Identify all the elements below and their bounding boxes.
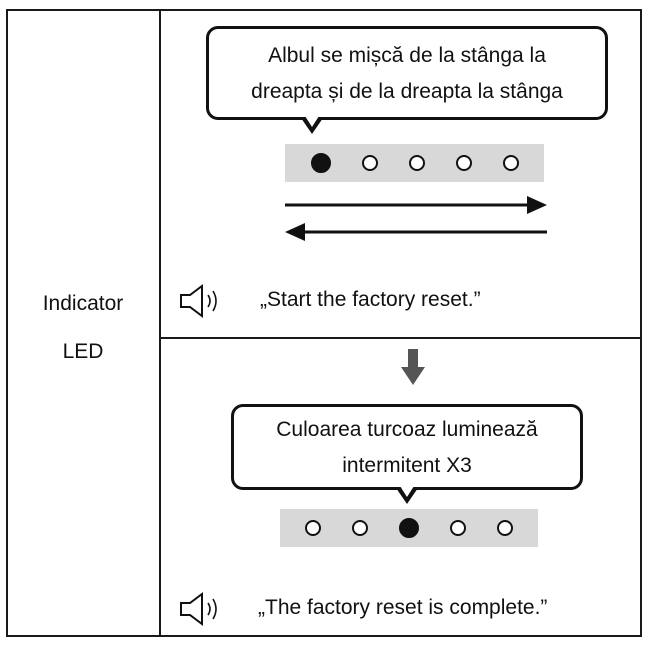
bubble-text-line2: intermitent X3 [342,454,472,477]
bubble-text-line1: Albul se mișcă de la stânga la [268,44,546,67]
column-divider [159,9,161,637]
bubble-text-line2: dreapta și de la dreapta la stânga [251,80,563,103]
led-dot-off [502,155,519,171]
led-table [6,9,642,637]
led-dot-off [352,520,369,536]
led-dot-off [455,155,472,171]
arrow-down-icon [401,349,425,385]
led-strip-step1 [285,144,544,182]
bubble-tail-fill [305,116,319,127]
speech-bubble-step2: Culoarea turcoaz luminează intermitent X… [231,404,583,504]
led-dot-off [408,155,425,171]
audio-prompt-step1: „Start the factory reset.” [260,288,481,311]
led-dot-lit [398,518,419,538]
led-dot-off [496,520,513,536]
arrow-right-icon [285,196,547,214]
row-label-line2: LED [62,340,104,363]
led-dot-off [449,520,466,536]
led-dot-off [305,520,322,536]
audio-prompt-step2: „The factory reset is complete.” [258,596,548,619]
led-dot-lit [310,153,331,173]
bubble-tail-fill [400,486,414,497]
direction-arrows [285,196,547,241]
led-strip-step2 [280,509,538,547]
row-label-line1: Indicator [42,292,124,315]
speaker-sound-icon [180,592,217,626]
led-dot-off [361,155,378,171]
bubble-text-line1: Culoarea turcoaz luminează [276,418,538,441]
speech-bubble-step1: Albul se mișcă de la stânga la dreapta ș… [206,26,608,134]
arrow-left-icon [285,223,547,241]
row-divider [159,337,642,339]
speaker-sound-icon [180,284,217,318]
